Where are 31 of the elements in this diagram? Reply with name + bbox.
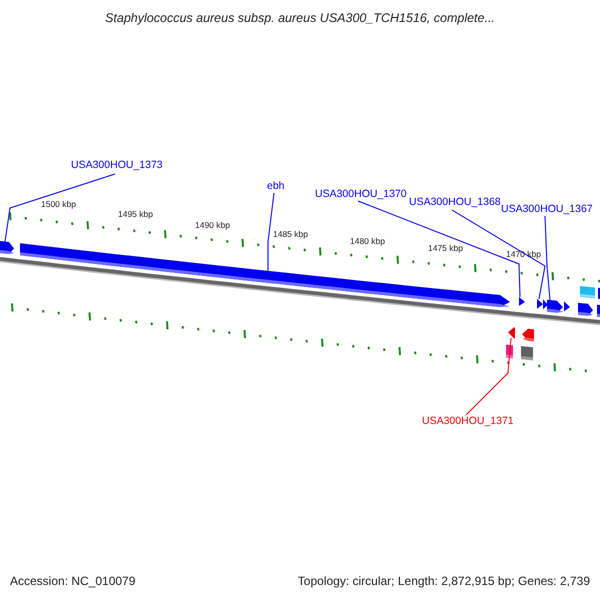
gene-label: USA300HOU_1371 xyxy=(422,416,514,426)
title: Staphylococcus aureus subsp. aureus USA300_TCH1516, complete... xyxy=(104,12,496,24)
gene-feature xyxy=(597,304,600,318)
leader-line xyxy=(268,192,274,272)
leader-line xyxy=(358,200,520,298)
footer-text: Accession: NC_010079 xyxy=(10,575,136,587)
scale-label: 1485 kbp xyxy=(273,230,308,238)
gene-feature xyxy=(521,346,533,360)
gene-feature xyxy=(537,298,543,309)
scale-label: 1475 kbp xyxy=(428,244,463,252)
gene-feature xyxy=(522,328,534,342)
scale-label: 1495 kbp xyxy=(118,210,153,218)
gene-feature xyxy=(508,327,515,338)
gene-label: USA300HOU_1370 xyxy=(315,189,407,200)
leader-line xyxy=(466,338,512,416)
gene-label: ebh xyxy=(267,181,285,192)
gene-feature xyxy=(519,296,525,306)
scale-label: 1500 kbp xyxy=(41,200,76,208)
gene-label: USA300HOU_1368 xyxy=(409,197,501,208)
leader-line xyxy=(544,216,550,300)
scale-label: 1470 kbp xyxy=(506,250,541,258)
footer-text: Topology: circular; Length: 2,872,915 bp; Genes: 2,739 xyxy=(298,575,590,587)
gene-feature xyxy=(0,240,14,254)
gene-label: USA300HOU_1367 xyxy=(501,204,593,214)
leader-line xyxy=(4,174,116,242)
scale-label: 1490 kbp xyxy=(195,221,230,230)
scale-label: 1480 kbp xyxy=(350,237,385,246)
gene-label: USA300HOU_1373 xyxy=(71,160,163,170)
gene-feature xyxy=(580,286,595,298)
gene-feature xyxy=(578,302,593,316)
leader-line xyxy=(452,210,546,300)
